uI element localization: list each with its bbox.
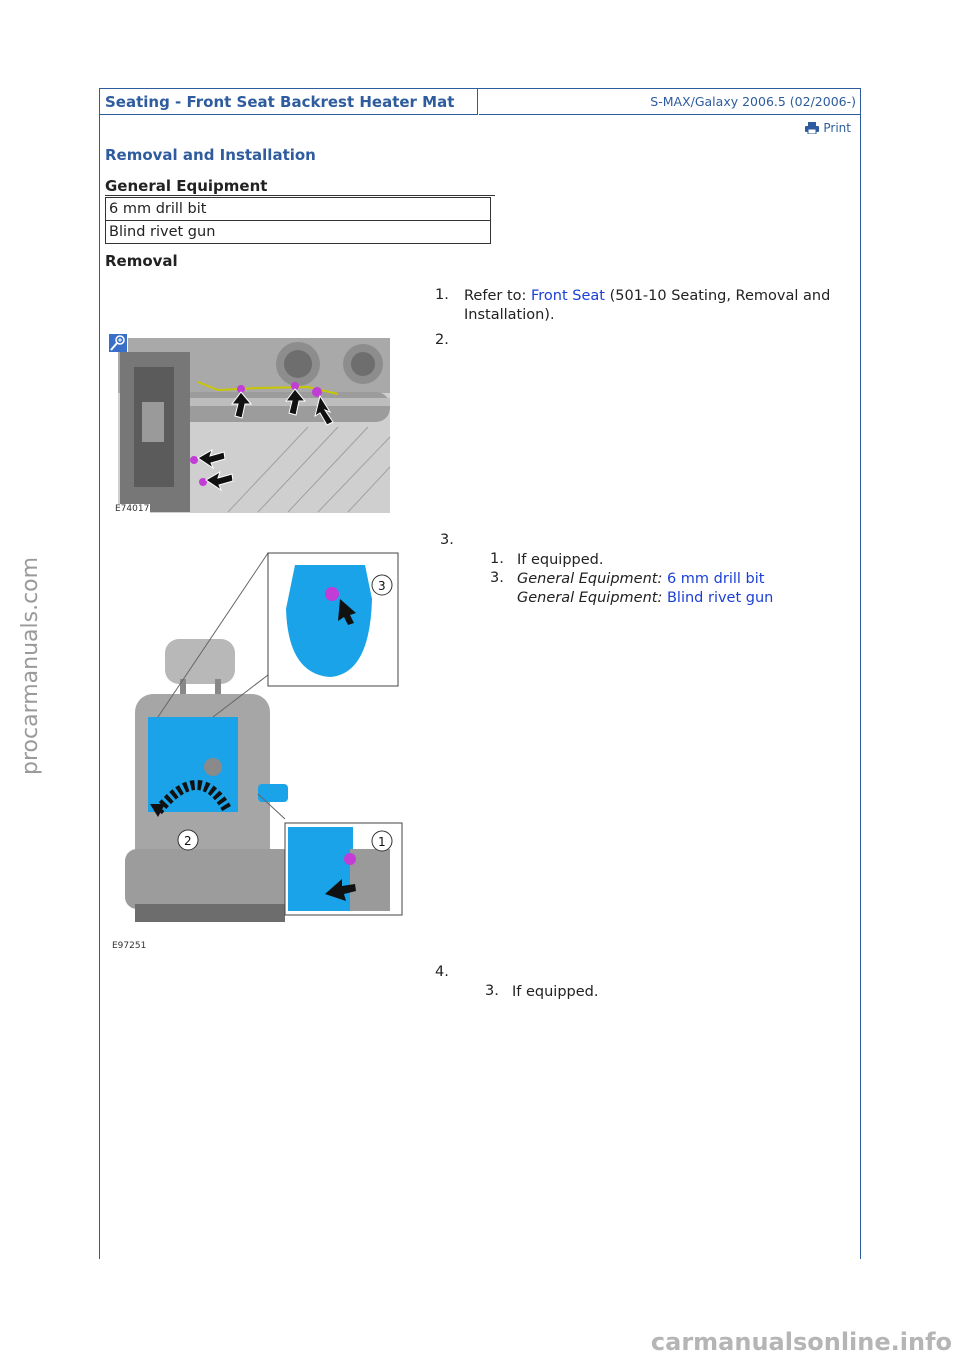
step-4-sub-number: 3. xyxy=(485,983,499,999)
front-seat-link[interactable]: Front Seat xyxy=(531,288,605,304)
equipment-item: Blind rivet gun xyxy=(105,220,491,244)
side-watermark: procarmanuals.com xyxy=(18,556,43,775)
equipment-row: Blind rivet gun xyxy=(105,220,491,244)
equipment-heading: General Equipment xyxy=(105,177,268,195)
equipment-item: 6 mm drill bit xyxy=(105,197,491,221)
step-3-sub1-number: 1. xyxy=(490,551,504,567)
step-1-prefix: Refer to: xyxy=(464,288,531,304)
bottom-watermark: carmanualsonline.info xyxy=(650,1328,952,1356)
step-1-suffix: (501-10 Seating, Removal and Installatio… xyxy=(464,288,831,323)
step-1-text: Refer to: Front Seat (501-10 Seating, Re… xyxy=(464,287,844,325)
equipment-row: 6 mm drill bit xyxy=(105,197,491,221)
model-label: S-MAX/Galaxy 2006.5 (02/2006-) xyxy=(479,89,860,115)
rivet-gun-link[interactable]: Blind rivet gun xyxy=(666,590,774,606)
figure-e74017[interactable]: E74017 xyxy=(108,332,392,517)
page-title: Seating - Front Seat Backrest Heater Mat xyxy=(100,89,478,115)
document-frame: Seating - Front Seat Backrest Heater Mat… xyxy=(99,88,861,1259)
figure-e97251[interactable]: 3 1 2 E97251 xyxy=(110,549,405,951)
print-label: Print xyxy=(823,121,851,135)
equipment-rule xyxy=(105,195,495,196)
equipment-table: 6 mm drill bit Blind rivet gun xyxy=(105,197,491,244)
figure-code: E97251 xyxy=(112,941,147,951)
step-4-sub-text: If equipped. xyxy=(512,984,599,1000)
step-4-number: 4. xyxy=(435,964,449,980)
printer-icon xyxy=(805,122,820,134)
print-button[interactable]: Print xyxy=(805,121,851,135)
callout-2: 2 xyxy=(184,834,192,848)
callout-3: 3 xyxy=(378,579,386,593)
section-title: Removal and Installation xyxy=(105,146,316,164)
step-3-sub3-text: General Equipment: 6 mm drill bit xyxy=(517,570,764,589)
zoom-icon xyxy=(109,334,127,352)
step-2-number: 2. xyxy=(435,332,449,348)
step-1-number: 1. xyxy=(435,287,449,303)
callout-1: 1 xyxy=(378,835,386,849)
drill-bit-link[interactable]: 6 mm drill bit xyxy=(666,571,765,587)
equipment-label: General Equipment: xyxy=(517,571,663,587)
equipment-label: General Equipment: xyxy=(517,590,663,606)
figure-code: E74017 xyxy=(114,504,151,514)
removal-heading: Removal xyxy=(105,252,178,270)
step-3-number: 3. xyxy=(440,532,454,548)
step-3-sub3-number: 3. xyxy=(490,570,504,586)
step-3-sub1-text: If equipped. xyxy=(517,552,604,568)
step-3-sub3b-text: General Equipment: Blind rivet gun xyxy=(517,589,773,608)
